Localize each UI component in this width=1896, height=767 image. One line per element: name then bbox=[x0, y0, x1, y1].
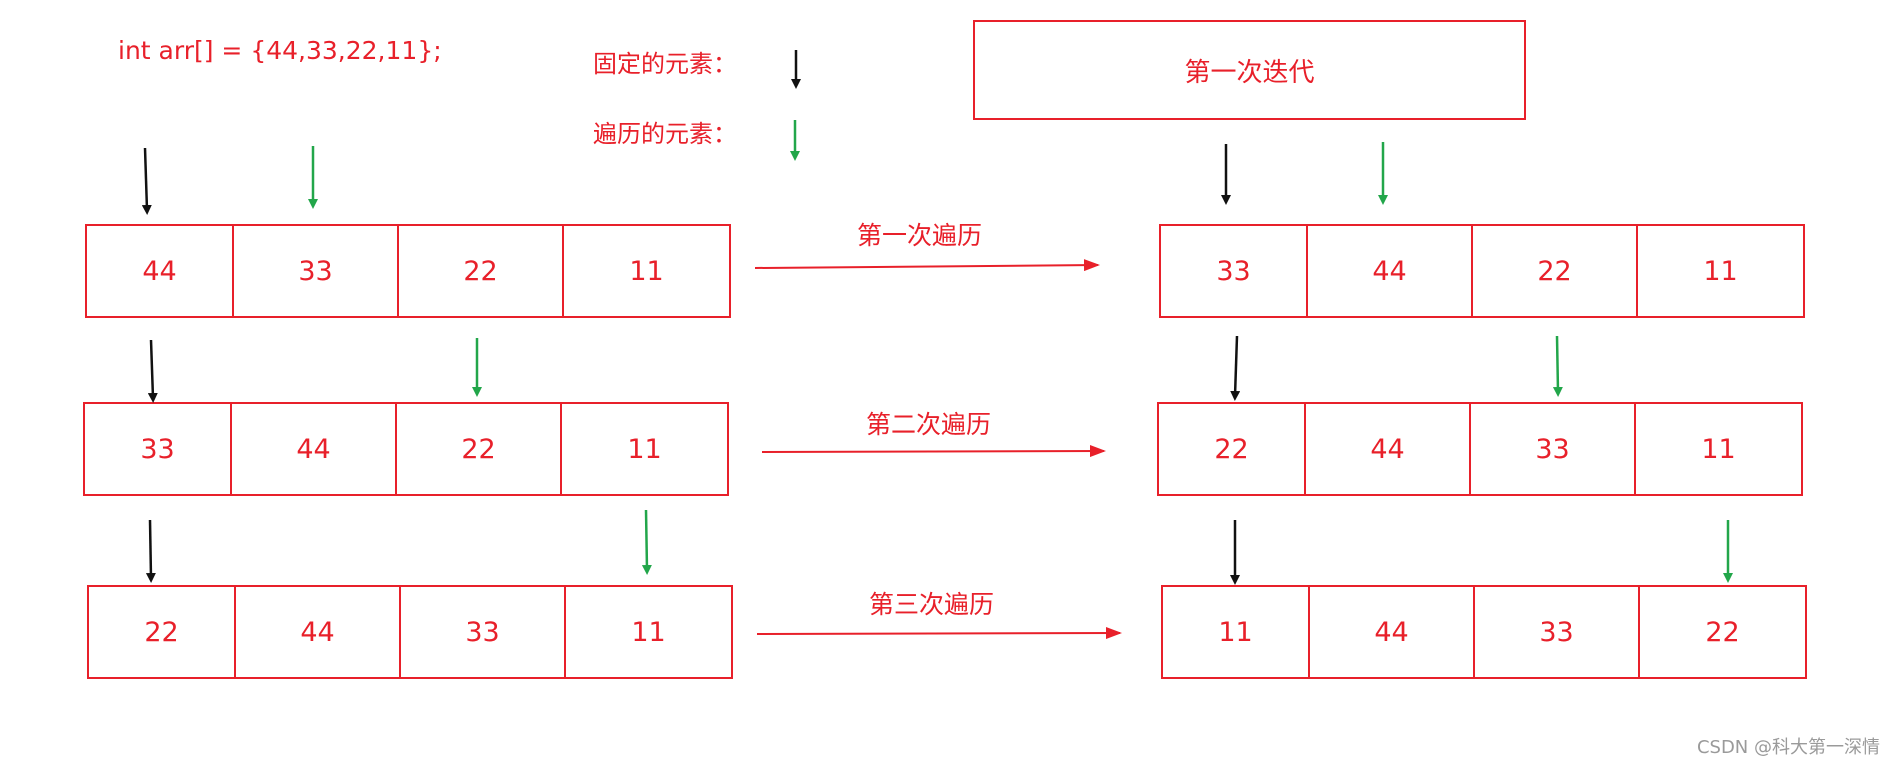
array-cell: 33 bbox=[234, 226, 399, 316]
array-cell: 33 bbox=[401, 587, 566, 677]
watermark: CSDN @科大第一深情 bbox=[1696, 737, 1880, 758]
array-cell: 22 bbox=[399, 226, 564, 316]
array-after-2: 22 44 33 11 bbox=[1157, 402, 1803, 496]
code-line: int arr[] = {44,33,22,11}; bbox=[118, 36, 442, 65]
iteration-arrow-1 bbox=[754, 259, 1100, 272]
array-after-3: 11 44 33 22 bbox=[1161, 585, 1807, 679]
array-cell: 22 bbox=[1705, 616, 1740, 648]
array-cell: 44 bbox=[87, 226, 234, 316]
legend-fixed-label: 固定的元素： bbox=[593, 50, 737, 78]
iteration-label-2: 第二次遍历 bbox=[866, 410, 992, 439]
array-cell: 11 bbox=[627, 433, 662, 465]
array-cell: 11 bbox=[629, 255, 664, 287]
iteration-arrow-2 bbox=[761, 445, 1106, 458]
array-cell: 11 bbox=[1701, 433, 1736, 465]
array-cell: 11 bbox=[1703, 255, 1738, 287]
iteration-title: 第一次迭代 bbox=[973, 20, 1526, 120]
array-after-1: 33 44 22 11 bbox=[1159, 224, 1805, 318]
array-cell: 33 bbox=[1471, 404, 1636, 494]
iteration-arrow-3 bbox=[756, 627, 1122, 640]
array-cell: 44 bbox=[1308, 226, 1473, 316]
array-cell: 44 bbox=[1306, 404, 1471, 494]
array-cell: 22 bbox=[397, 404, 562, 494]
traverse-arrow-icon bbox=[1552, 335, 1563, 397]
fixed-arrow-icon bbox=[141, 147, 152, 215]
array-cell: 33 bbox=[1161, 226, 1308, 316]
array-before-3: 22 44 33 11 bbox=[87, 585, 733, 679]
legend-traverse-label: 遍历的元素： bbox=[593, 120, 737, 148]
array-cell: 33 bbox=[85, 404, 232, 494]
array-cell: 44 bbox=[232, 404, 397, 494]
iteration-label-3: 第三次遍历 bbox=[869, 590, 995, 619]
array-cell: 22 bbox=[89, 587, 236, 677]
array-cell: 44 bbox=[236, 587, 401, 677]
array-cell: 33 bbox=[1475, 587, 1640, 677]
array-cell: 44 bbox=[1310, 587, 1475, 677]
array-cell: 22 bbox=[1159, 404, 1306, 494]
array-cell: 11 bbox=[631, 616, 666, 648]
fixed-arrow-icon bbox=[145, 519, 156, 583]
iteration-title-text: 第一次迭代 bbox=[1184, 57, 1315, 88]
array-cell: 22 bbox=[1473, 226, 1638, 316]
array-before-2: 33 44 22 11 bbox=[83, 402, 729, 496]
fixed-arrow-icon bbox=[147, 339, 158, 403]
array-before-1: 44 33 22 11 bbox=[85, 224, 731, 318]
fixed-arrow-icon bbox=[1230, 335, 1241, 401]
array-cell: 11 bbox=[1163, 587, 1310, 677]
iteration-label-1: 第一次遍历 bbox=[857, 221, 983, 250]
traverse-arrow-icon bbox=[641, 509, 652, 575]
